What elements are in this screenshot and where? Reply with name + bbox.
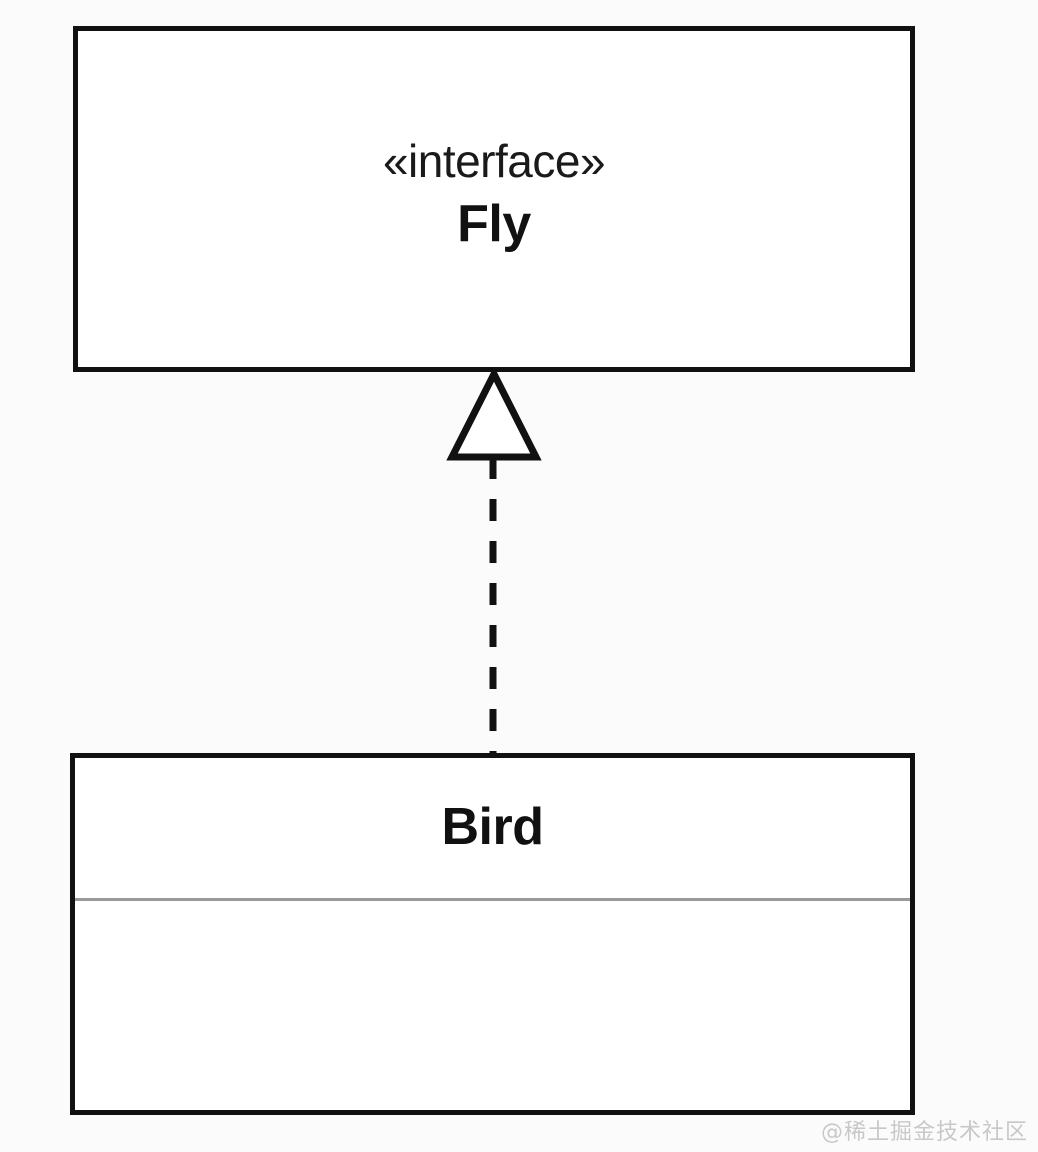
watermark-label: @稀土掘金技术社区 (820, 1120, 1028, 1145)
class-name-compartment: Bird (75, 758, 910, 901)
hollow-triangle-arrowhead (446, 366, 542, 461)
class-box-bird[interactable]: Bird (70, 753, 915, 1115)
interface-stereotype-label: «interface» (382, 134, 606, 187)
interface-name-label: Fly (457, 195, 531, 254)
class-name-label: Bird (441, 798, 545, 857)
interface-box-fly[interactable]: «interface» Fly (73, 26, 915, 372)
interface-name-compartment: «interface» Fly (78, 31, 910, 367)
class-attributes-compartment (75, 901, 910, 1107)
